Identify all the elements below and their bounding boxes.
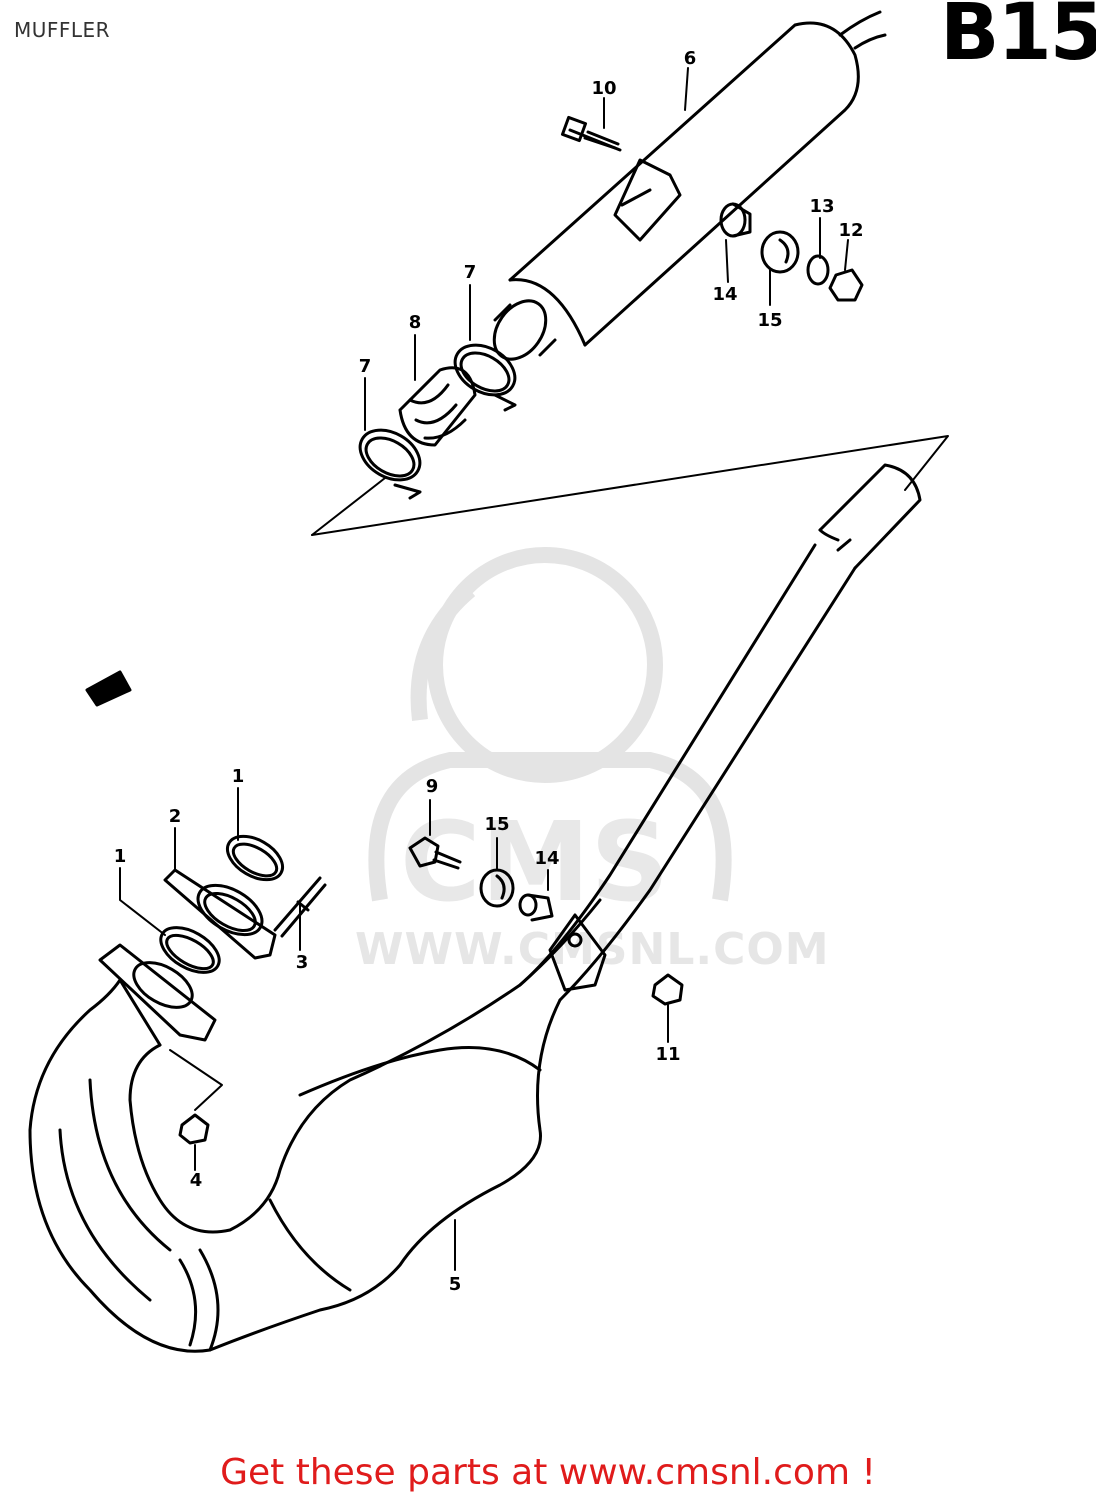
- callout-4: 4: [190, 1170, 203, 1191]
- callout-10: 10: [591, 78, 616, 99]
- callout-2: 2: [169, 806, 182, 827]
- callout-3: 3: [296, 952, 309, 973]
- callout-11: 11: [655, 1044, 680, 1065]
- callout-1: 1: [232, 766, 245, 787]
- callout-15: 15: [757, 310, 782, 331]
- flange-2: [163, 868, 277, 960]
- diagram-code: B15: [940, 0, 1096, 78]
- front-arrow-icon: [85, 670, 132, 707]
- damper-15-upper: [760, 230, 800, 274]
- nut-12: [828, 268, 864, 302]
- callout-14: 14: [534, 848, 559, 869]
- joint-8: [398, 366, 477, 447]
- callout-7: 7: [464, 262, 477, 283]
- gasket-1-upper: [226, 834, 284, 882]
- callout-9: 9: [426, 776, 439, 797]
- footer-promo-link[interactable]: Get these parts at www.cmsnl.com !: [220, 1452, 876, 1493]
- callout-6: 6: [684, 48, 697, 69]
- callout-1: 1: [114, 846, 127, 867]
- callout-8: 8: [409, 312, 422, 333]
- nut-4: [178, 1113, 210, 1145]
- callout-13: 13: [809, 196, 834, 217]
- silencer-part: [492, 10, 887, 361]
- exhaust-pipe-5: [28, 463, 922, 1353]
- callout-7: 7: [359, 356, 372, 377]
- lower-clamp-7: [358, 428, 422, 500]
- bolt-9: [408, 836, 440, 868]
- callout-14: 14: [712, 284, 737, 305]
- washer-13: [806, 254, 830, 286]
- callout-12: 12: [838, 220, 863, 241]
- stud-3: [273, 876, 327, 938]
- upper-clamp-7: [453, 343, 517, 412]
- collar-14-lower: [518, 893, 538, 917]
- gasket-1-lower: [159, 926, 221, 974]
- callout-15: 15: [484, 814, 509, 835]
- diagram-title: MUFFLER: [14, 18, 111, 42]
- callout-5: 5: [449, 1274, 462, 1295]
- nut-11: [651, 973, 684, 1006]
